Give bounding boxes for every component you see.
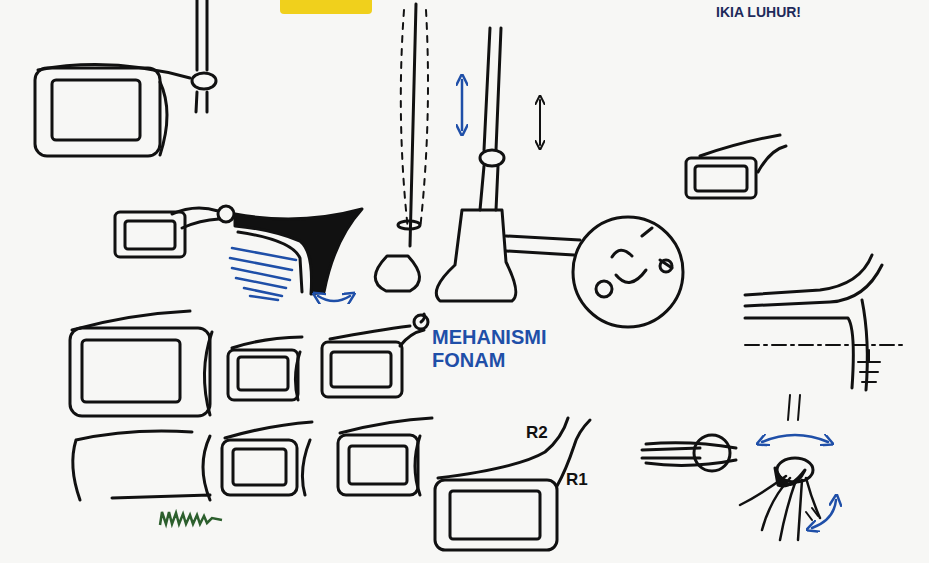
radius-label: R2	[526, 423, 548, 443]
sponge	[280, 0, 372, 14]
radius-label: R1	[566, 470, 588, 490]
title-note: MEHANISMI FONAM	[432, 326, 546, 372]
scribble	[160, 512, 222, 525]
blue-marks	[230, 80, 836, 528]
sketch-lines	[35, 0, 902, 550]
note-text: IKIA LUHUR!	[716, 4, 801, 20]
